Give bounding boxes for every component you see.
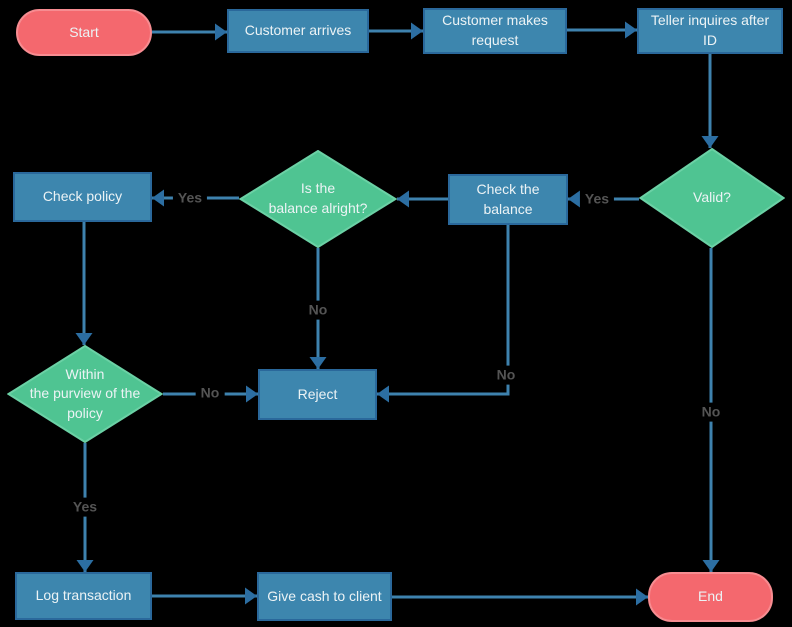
node-reject[interactable]: Reject [258,369,377,420]
node-end[interactable]: End [648,572,773,622]
node-is-the-balance-alright-label: Is the balance alright? [268,180,368,216]
node-log-transaction-label: Log transaction [35,587,132,604]
node-teller-inquires-after-id-label: Teller inquires after ID [650,12,770,48]
node-within-purview-of-policy-label: Within the purview of the policy [29,365,141,421]
node-customer-makes-request-label: Customer makes request [442,12,548,48]
diamond-shape [639,148,785,248]
node-customer-makes-request[interactable]: Customer makes request [423,8,567,54]
node-customer-arrives[interactable]: Customer arrives [227,9,369,53]
diamond-shape [7,345,163,443]
node-start[interactable]: Start [16,9,152,56]
node-end-label: End [698,588,723,605]
node-reject-label: Reject [297,385,338,402]
node-log-transaction[interactable]: Log transaction [15,572,152,620]
node-teller-inquires-after-id[interactable]: Teller inquires after ID [637,8,783,54]
node-within-purview-of-policy[interactable]: Within the purview of the policy [7,345,163,443]
diamond-shape [239,150,397,248]
edge-label-purview-no: No [195,383,225,403]
edge-check-the-balance-to-reject [377,225,510,403]
node-valid[interactable]: Valid? [639,148,785,248]
node-is-the-balance-alright[interactable]: Is the balance alright? [239,150,397,248]
node-check-policy-label: Check policy [42,188,123,205]
node-check-the-balance-label: Check the balance [476,180,540,217]
node-start-label: Start [69,23,99,40]
node-valid-label: Valid? [693,189,731,206]
edge-label-balance-no: No [303,300,333,320]
edge-label-purview-yes: Yes [67,497,103,517]
edge-label-valid-no: No [696,402,726,422]
edge-label-valid-yes: Yes [579,189,615,209]
edge-label-balance-yes: Yes [172,188,208,208]
node-check-the-balance[interactable]: Check the balance [448,174,568,225]
node-give-cash-to-client[interactable]: Give cash to client [257,572,392,621]
edge-label-check-balance-no: No [491,365,521,385]
node-give-cash-to-client-label: Give cash to client [267,587,382,604]
node-check-policy[interactable]: Check policy [13,172,152,222]
node-customer-arrives-label: Customer arrives [244,22,352,39]
